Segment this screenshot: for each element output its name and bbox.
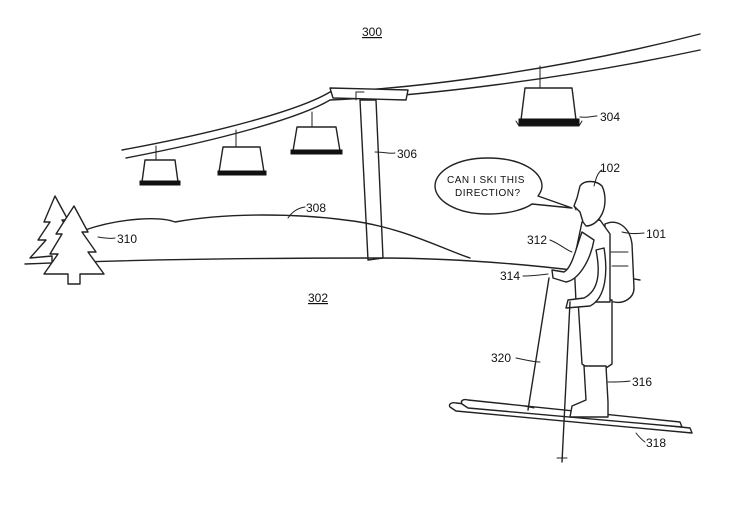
lift-tower bbox=[329, 87, 409, 261]
label-skis: 318 bbox=[646, 436, 666, 450]
chairlift-chair-4 bbox=[515, 65, 583, 127]
label-scene: 302 bbox=[308, 291, 328, 305]
chairlift-chair-2 bbox=[217, 129, 267, 176]
boots bbox=[569, 365, 609, 418]
label-hill: 308 bbox=[306, 201, 326, 215]
ski-pole-left bbox=[527, 277, 550, 411]
hill bbox=[24, 214, 641, 281]
label-glove: 312 bbox=[527, 233, 547, 247]
label-backpack: 101 bbox=[646, 227, 666, 241]
label-chairlift-chair: 304 bbox=[600, 110, 620, 124]
label-user: 102 bbox=[600, 161, 620, 175]
ski-pole-right bbox=[561, 301, 571, 463]
leader-lines bbox=[97, 115, 646, 443]
label-boots: 316 bbox=[632, 375, 652, 389]
front-arm bbox=[565, 247, 607, 309]
skier bbox=[448, 180, 693, 463]
chairlift-chair-3 bbox=[290, 111, 343, 155]
figure-number: 300 bbox=[362, 25, 382, 39]
head bbox=[573, 180, 606, 227]
label-lift-tower: 306 bbox=[397, 147, 417, 161]
label-ski-pole: 320 bbox=[491, 351, 511, 365]
chairlift-cables bbox=[121, 33, 701, 159]
backpack bbox=[603, 221, 635, 304]
trees bbox=[29, 195, 105, 285]
speech-line-2: DIRECTION? bbox=[455, 188, 521, 199]
legs bbox=[577, 299, 613, 369]
chairlift-chair-1 bbox=[139, 145, 181, 186]
speech-bubble: CAN I SKI THIS DIRECTION? bbox=[434, 157, 573, 215]
label-hand: 314 bbox=[500, 269, 520, 283]
speech-line-1: CAN I SKI THIS bbox=[447, 175, 525, 186]
label-trees: 310 bbox=[117, 232, 137, 246]
arm bbox=[551, 231, 595, 283]
